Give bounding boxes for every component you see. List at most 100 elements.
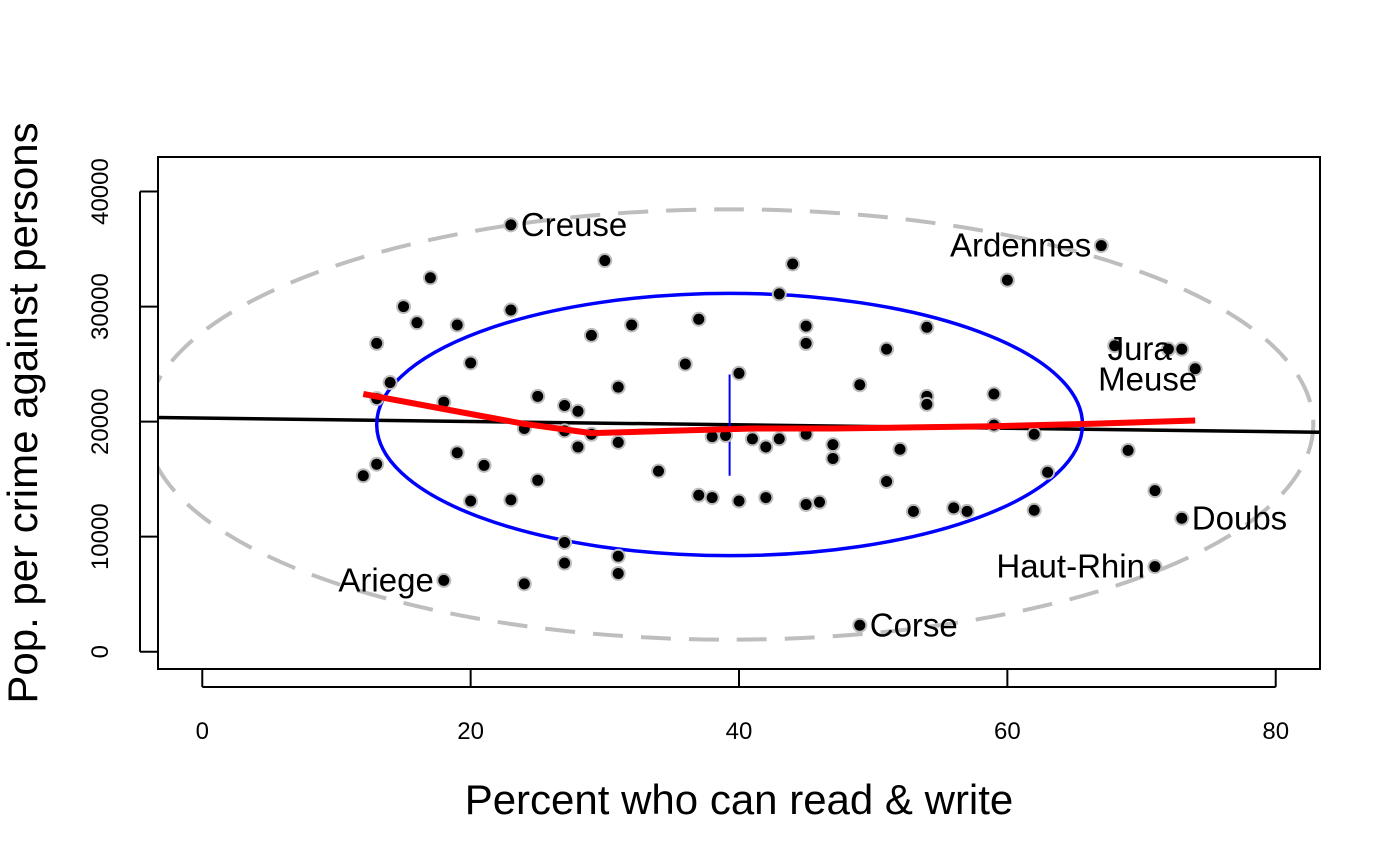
data-point [557,555,573,571]
data-point [812,494,828,510]
data-point [557,398,573,414]
data-point [1093,238,1109,254]
data-point [919,396,935,412]
data-point [610,566,626,582]
plot-content [158,207,1320,642]
data-point [986,386,1002,402]
data-point [798,496,814,512]
point-label: Haut-Rhin [996,548,1145,585]
data-point [503,302,519,318]
data-point [476,457,492,473]
data-point [396,299,412,315]
y-tick-label: 10000 [87,503,114,570]
data-point [557,534,573,550]
point-label: Meuse [1098,361,1197,398]
data-point [798,318,814,334]
data-point [879,473,895,489]
y-tick-label: 40000 [87,158,114,225]
plot-frame [157,156,1321,670]
data-point [798,335,814,351]
data-point [825,437,841,453]
y-tick-label: 0 [87,645,114,658]
data-point [946,500,962,516]
point-label: Corse [870,606,958,643]
data-point [905,503,921,519]
smoother-curve [362,391,1196,437]
data-point [610,434,626,450]
regression-line [158,415,1320,434]
data-point [1026,502,1042,518]
data-point [355,468,371,484]
data-point [852,617,868,633]
data-point [1147,483,1163,499]
data-point [785,256,801,272]
data-point [610,379,626,395]
y-axis: 0 10000 20000 30000 40000 [87,158,158,658]
data-point [1174,510,1190,526]
data-point [516,576,532,592]
data-point [771,431,787,447]
data-point [771,286,787,302]
x-axis: 0 20 40 60 80 [196,669,1289,745]
x-tick-label: 80 [1262,718,1289,745]
data-point [919,319,935,335]
x-tick-label: 60 [994,718,1021,745]
data-point [449,317,465,333]
y-tick-label: 20000 [87,388,114,455]
data-point [731,365,747,381]
point-label: Doubs [1192,499,1287,536]
data-point [650,463,666,479]
data-point [382,375,398,391]
data-point [1120,442,1136,458]
data-point [691,487,707,503]
point-label: Ardennes [950,227,1091,264]
data-point [852,377,868,393]
x-axis-title: Percent who can read & write [465,776,1014,823]
data-point [369,335,385,351]
data-point [879,341,895,357]
y-axis-title: Pop. per crime against persons [0,122,46,703]
data-point [570,439,586,455]
data-point [959,503,975,519]
data-point [758,490,774,506]
data-point [610,548,626,564]
data-point [463,355,479,371]
data-point [744,431,760,447]
data-point [503,492,519,508]
data-point [999,272,1015,288]
data-point [691,311,707,327]
data-point [1187,361,1203,377]
x-tick-label: 0 [196,718,209,745]
data-point [704,490,720,506]
data-point [1147,559,1163,575]
data-point [503,217,519,233]
data-point [1026,426,1042,442]
data-point [436,572,452,588]
data-point [731,493,747,509]
point-label: Jura [1108,330,1173,367]
data-point [597,253,613,269]
data-point [825,450,841,466]
x-tick-label: 40 [726,718,753,745]
outer-ellipse [158,207,1316,642]
plot-overlay: CreuseArdennesJuraMeuseDoubsHaut-RhinAri… [338,206,1287,643]
data-point [1107,338,1123,354]
x-tick-label: 20 [457,718,484,745]
data-point [1040,464,1056,480]
data-point [624,317,640,333]
data-point [422,270,438,286]
data-point [583,327,599,343]
data-point [369,456,385,472]
data-point [530,472,546,488]
data-point [892,441,908,457]
data-point [677,356,693,372]
data-point [449,445,465,461]
point-label: Ariege [338,561,433,598]
data-point [1174,341,1190,357]
y-tick-label: 30000 [87,273,114,340]
data-point [570,403,586,419]
data-point [409,315,425,331]
data-point [530,388,546,404]
data-point [463,493,479,509]
